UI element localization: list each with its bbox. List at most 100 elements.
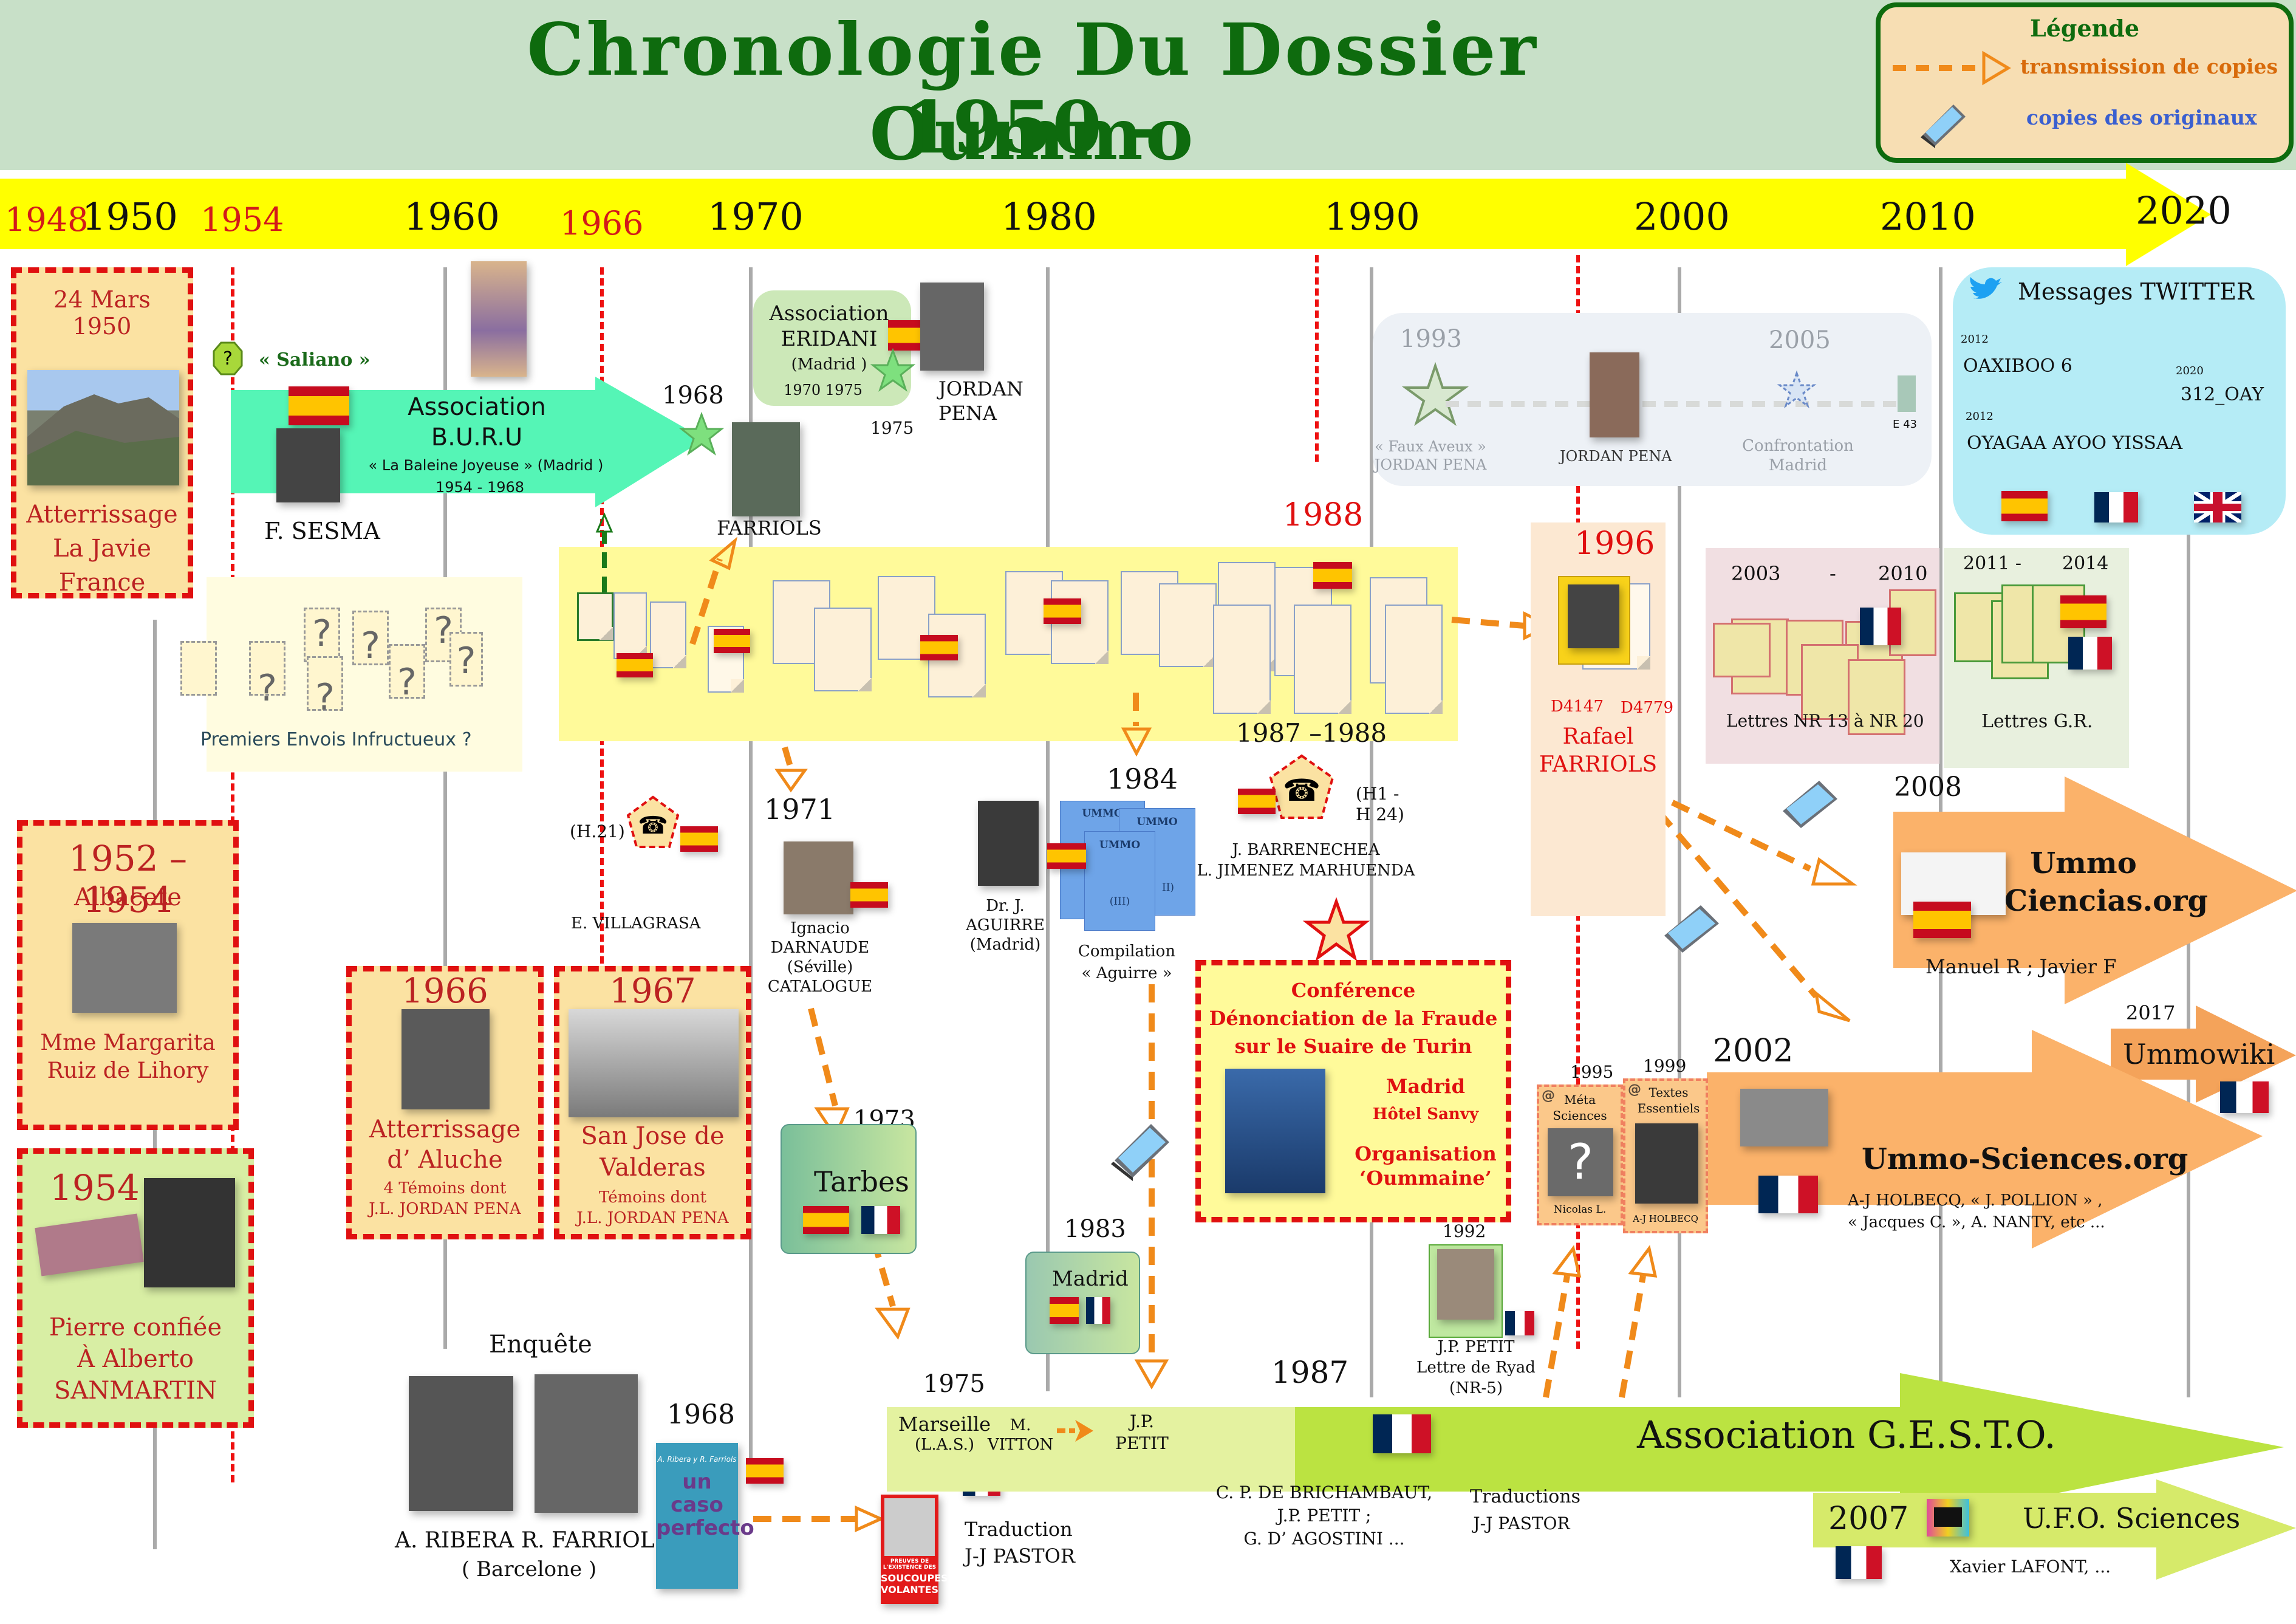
question-document: ? — [449, 632, 483, 687]
textes-essentiels-year: 1999 — [1643, 1056, 1687, 1076]
document — [1159, 583, 1217, 667]
pierre-year: 1954 — [50, 1167, 140, 1208]
farriols-1968-photo — [732, 422, 800, 516]
decade-line-1960 — [443, 267, 447, 1349]
buru-arrow — [231, 377, 705, 507]
dashed-star-icon — [1777, 370, 1817, 408]
farriols-1968-name: FARRIOLS — [717, 516, 822, 540]
farriols-photo — [535, 1374, 638, 1513]
ummo-sciences-title: Ummo-Sciences.org — [1862, 1142, 2188, 1176]
book-soucoupes-volantes: PREUVES DE L'EXISTENCE DES SOUCOUPES VOL… — [881, 1495, 948, 1604]
svg-text:?: ? — [223, 348, 233, 369]
flag-france — [1758, 1176, 1818, 1213]
suaire-photo — [1225, 1069, 1325, 1193]
barrenechea-years: 1987 –1988 — [1236, 718, 1387, 748]
ribera-name: A. RIBERA — [395, 1528, 514, 1553]
tarbes-label: Tarbes — [814, 1165, 909, 1198]
scanner-icon — [1111, 1124, 1169, 1181]
year-label-2020: 2020 — [2136, 188, 2232, 233]
flag-france — [2068, 637, 2112, 670]
year-label-1990: 1990 — [1324, 194, 1420, 239]
decade-line-2020 — [2187, 267, 2190, 1397]
faux-aveux-label: « Faux Aveux »JORDAN PENA — [1374, 438, 1487, 473]
question-octagon-icon: ? — [213, 341, 243, 375]
decade-line-1970 — [749, 267, 753, 1482]
farriols-1996-photo — [1568, 584, 1619, 648]
flag-spain — [1044, 598, 1081, 624]
question-document: ? — [304, 608, 340, 662]
year-label-1970: 1970 — [708, 194, 804, 239]
ummo-symbol-image — [1740, 1089, 1828, 1146]
ufo-sciences-year: 2007 — [1828, 1501, 1909, 1537]
book-year-1968: 1968 — [667, 1399, 735, 1430]
eridani-star-year: 1975 — [870, 418, 914, 438]
farriols-name: R. FARRIOLS — [521, 1528, 670, 1553]
meta-sciences-year: 1995 — [1570, 1062, 1614, 1082]
year-1971: 1971 — [764, 793, 836, 826]
ummo-sciences-arrow — [1707, 1030, 2263, 1249]
buru-end-year: 1968 — [662, 382, 724, 409]
vitton-label: M.VITTON — [987, 1416, 1054, 1454]
year-label-1948: 1948 — [5, 200, 89, 239]
saliano-label: « Saliano » — [259, 349, 371, 371]
eridani-place: (Madrid ) — [791, 355, 867, 374]
flag-france — [1505, 1311, 1534, 1335]
ummo-ciencias-year: 2008 — [1894, 772, 1962, 803]
flag-france — [1086, 1297, 1110, 1324]
aluche-photo — [401, 1009, 490, 1109]
letter-document — [1713, 623, 1771, 677]
flag-france — [2220, 1081, 2269, 1113]
gesto-start-year: 1975 — [923, 1370, 985, 1398]
document — [577, 592, 613, 641]
scanner-icon — [1921, 104, 1966, 148]
document — [814, 608, 872, 691]
gesto-title: Association G.E.S.T.O. — [1637, 1413, 2056, 1457]
madrid-1983-label: Madrid — [1052, 1267, 1129, 1291]
question-document: ? — [389, 644, 425, 704]
lettres-gr-year-start: 2011 - — [1963, 553, 2022, 574]
page-title: Chronologie Du Dossier Oummo — [527, 7, 1539, 176]
flag-spain — [803, 1206, 849, 1234]
flag-spain — [617, 653, 653, 677]
star-icon — [870, 348, 916, 392]
question-document: ? — [249, 641, 285, 710]
ummowiki-year: 2017 — [2126, 1001, 2176, 1024]
villagrasa-code: (H.21) — [570, 821, 625, 841]
albacete-place: Albacete — [74, 883, 182, 911]
question-document: ? — [307, 656, 343, 719]
margarita-photo — [72, 923, 177, 1013]
document — [1385, 605, 1443, 714]
farriols-document — [1558, 576, 1630, 665]
eridani-years: 1970 1975 — [784, 382, 863, 399]
flag-spain — [1238, 789, 1276, 814]
compilation-year: 1984 — [1107, 762, 1178, 795]
sesma-name: F. SESMA — [264, 518, 380, 544]
lettres-nr-year-end: 2010 — [1878, 562, 1928, 585]
petit-label: J.P.PETIT — [1115, 1411, 1169, 1453]
flag-spain — [1047, 843, 1086, 869]
document — [650, 601, 686, 668]
red-dashed-line-1988 — [1315, 255, 1319, 462]
year-1988: 1988 — [1283, 497, 1364, 533]
year-label-1954: 1954 — [200, 200, 284, 239]
question-document: ? — [352, 611, 389, 667]
aguirre-text: Dr. J.AGUIRRE(Madrid) — [966, 897, 1045, 954]
gesto-members: C. P. DE BRICHAMBAUT,J.P. PETIT ;G. D’ A… — [1215, 1482, 1433, 1549]
twitter-bird-icon — [1970, 277, 2002, 299]
svg-text:☎: ☎ — [638, 812, 668, 840]
svg-text:☎: ☎ — [1283, 773, 1321, 808]
year-label-2000: 2000 — [1634, 194, 1730, 239]
textes-essentiels-person: A-J HOLBECQ — [1633, 1213, 1698, 1224]
